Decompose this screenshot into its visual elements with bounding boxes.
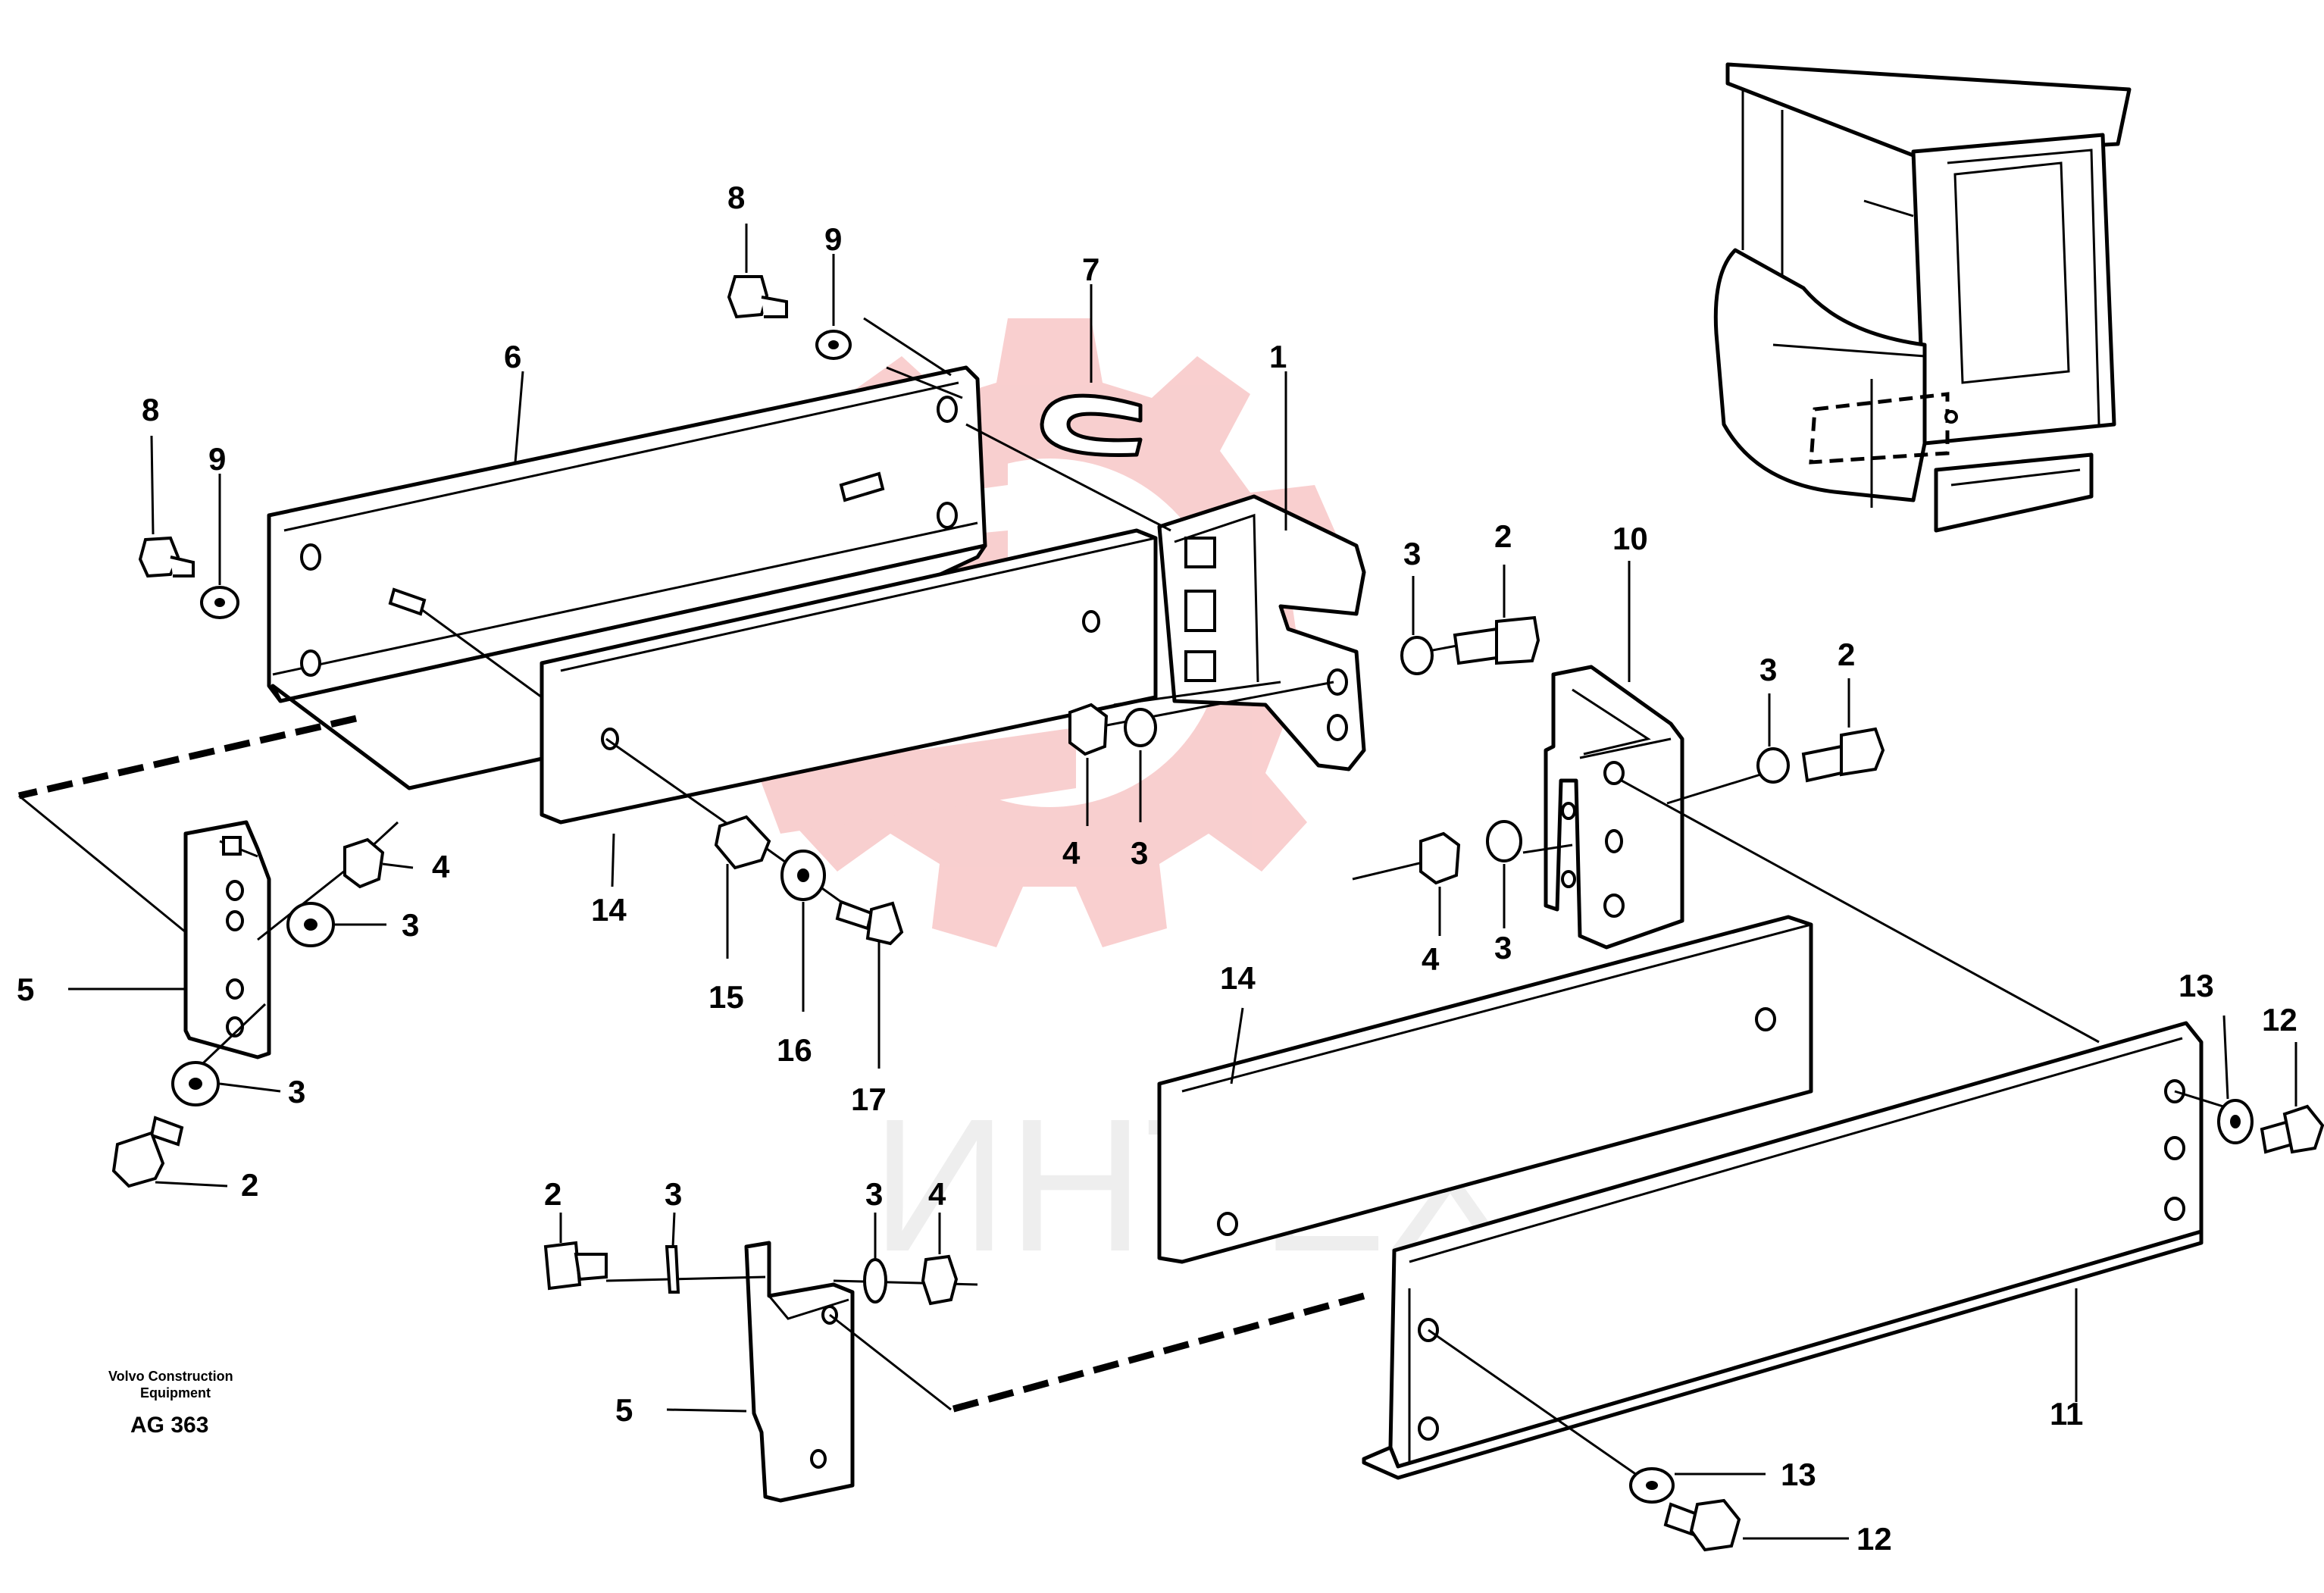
callout-8-left: 8 (142, 392, 159, 427)
bolt-part-12-upper (2260, 1104, 2324, 1154)
callout-2-upper-right: 2 (1494, 518, 1512, 554)
washer-part-3-right-upper (1400, 636, 1434, 675)
callout-14-lower: 14 (1220, 960, 1256, 996)
callout-6: 6 (504, 339, 521, 374)
nut-part-4-center-lower (1419, 831, 1461, 885)
leader-lines (68, 224, 2297, 1540)
callout-2-lower: 2 (544, 1176, 561, 1212)
caption-code: AG 363 (130, 1413, 208, 1438)
bracket-part-10 (1544, 665, 1684, 950)
callout-5-lower: 5 (615, 1392, 633, 1428)
spacer-bar-part-14-lower (1157, 915, 1813, 1264)
callout-12-upper: 12 (2262, 1002, 2297, 1037)
bolt-part-17 (835, 900, 904, 946)
callout-17: 17 (851, 1081, 887, 1117)
callout-11: 11 (2050, 1396, 2083, 1432)
nut-part-4-center-upper (1068, 703, 1109, 756)
callout-3-upper-right: 3 (1403, 536, 1421, 571)
callout-8-upper: 8 (727, 180, 745, 215)
callout-1: 1 (1269, 339, 1287, 374)
bracket-part-5-lower (744, 1241, 855, 1503)
spacer-bar-part-14-upper (540, 528, 1158, 825)
dashed-line-lower (949, 1292, 1365, 1413)
callout-3-right: 3 (1759, 652, 1777, 687)
bolt-part-8-left (138, 536, 195, 578)
callout-13-upper: 13 (2179, 968, 2214, 1003)
callout-7: 7 (1082, 252, 1099, 287)
spacer-part-15 (714, 815, 771, 870)
callout-3-mid: 3 (1494, 930, 1512, 966)
callout-2-left: 2 (241, 1167, 258, 1203)
stud-upper (839, 471, 885, 502)
bracket-part-5-upper (183, 820, 271, 1059)
nut-part-4-left (343, 837, 385, 889)
washer-part-3-right-mid (1756, 747, 1790, 784)
callout-3-center: 3 (1131, 835, 1148, 871)
bolt-part-2-right-upper (1453, 615, 1540, 665)
callout-4-mid: 4 (1422, 941, 1440, 977)
caption-line-2: Equipment (140, 1385, 211, 1401)
callout-5-upper: 5 (17, 972, 34, 1007)
callout-12-lower: 12 (1856, 1521, 1892, 1557)
washer-part-3-center-upper (1124, 708, 1157, 747)
dashed-line-upper (17, 715, 358, 800)
bolt-part-2-right-mid (1801, 727, 1885, 783)
callout-2-right: 2 (1838, 637, 1855, 672)
callout-4-left: 4 (432, 849, 450, 884)
callout-3-lower-a: 3 (665, 1176, 682, 1212)
bracket-part-1 (1157, 494, 1366, 771)
diagram-caption: Volvo Construction Equipment AG 363 (108, 1369, 233, 1438)
callout-13-lower: 13 (1781, 1457, 1816, 1492)
washer-part-13-lower (1629, 1467, 1675, 1504)
washer-part-3-center-lower (1486, 820, 1522, 862)
callout-3-left-lower: 3 (288, 1074, 305, 1109)
bolt-part-2-left (111, 1116, 184, 1188)
callout-14-upper: 14 (591, 892, 627, 928)
callout-9-upper: 9 (824, 221, 842, 257)
callouts: 1 6 7 8 9 8 9 2 3 3 4 10 2 3 4 3 4 3 3 5… (17, 180, 2297, 1557)
plate-part-11 (1362, 1021, 2204, 1480)
callout-4-lower: 4 (928, 1176, 946, 1212)
nut-part-4-lower (921, 1254, 959, 1306)
stud-left (388, 587, 427, 616)
washer-part-9-upper (815, 330, 852, 360)
washer-part-3-lower-a (665, 1245, 680, 1294)
callout-4-center: 4 (1062, 835, 1081, 871)
bolt-part-12-lower (1663, 1498, 1741, 1552)
bolt-part-8-upper (727, 275, 788, 319)
washer-part-3-left-upper (286, 902, 335, 947)
callout-3-lower-b: 3 (865, 1176, 883, 1212)
callout-15: 15 (708, 979, 744, 1015)
bolt-part-2-lower (543, 1241, 608, 1291)
washer-part-3-lower-b (863, 1258, 887, 1304)
callout-10: 10 (1612, 521, 1648, 556)
washer-part-9-left (200, 586, 239, 619)
washer-part-3-left-lower (171, 1061, 220, 1106)
washer-part-13-upper (2217, 1099, 2254, 1144)
callout-3-left-upper: 3 (402, 907, 419, 943)
machine-cab-inset (1713, 62, 2132, 533)
washer-part-16 (780, 850, 826, 901)
callout-16: 16 (777, 1032, 812, 1068)
caption-line-1: Volvo Construction (108, 1369, 233, 1384)
clip-part-7 (1040, 393, 1143, 457)
callout-9-left: 9 (208, 441, 226, 477)
